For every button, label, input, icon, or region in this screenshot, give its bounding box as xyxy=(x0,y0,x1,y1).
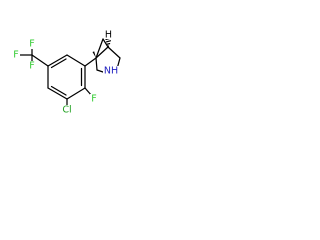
bicycle-bond-n-to-ch2 xyxy=(96,69,104,73)
ring-bond-top-right xyxy=(66,54,86,67)
bicycle-bond-cq-to-ch xyxy=(95,46,109,59)
label-bg-f-left xyxy=(11,50,20,60)
atom-label-nh: NH xyxy=(104,66,118,77)
bicycle-bond-cyclopropane-right xyxy=(102,38,109,48)
label-bg-f-bottom xyxy=(28,61,36,71)
atom-label-cl: Cl xyxy=(62,105,71,116)
label-bg-nh xyxy=(103,66,119,76)
atom-label-f-ring: F xyxy=(91,94,96,105)
atom-label-f-cf3-top: F xyxy=(29,39,34,50)
ring-bond-top-left xyxy=(47,54,68,67)
ring-bond-bottom-left xyxy=(47,87,68,100)
bicycle-bond-ch2-to-cq xyxy=(95,57,98,71)
label-bg-f-top xyxy=(28,39,36,49)
molecule-structure: F F F Cl F NH H xyxy=(11,30,121,116)
ring-bond-bottom-right xyxy=(66,87,86,100)
bicycle-bond-ch-to-ch2 xyxy=(107,46,121,59)
atom-label-f-cf3-left: F xyxy=(13,50,18,61)
ring-double-bond-lower-left xyxy=(50,85,67,96)
bicycle-bond-cyclopropane-left xyxy=(95,38,104,59)
molecule-canvas: F F F Cl F NH H xyxy=(0,0,152,152)
atom-label-stereo-h: H xyxy=(105,30,112,41)
label-bg-h xyxy=(105,31,112,39)
label-bg-f-ring xyxy=(90,94,98,104)
ring-double-bond-upper-left xyxy=(50,58,67,69)
stereo-wedge-bond xyxy=(92,51,96,58)
atom-label-f-cf3-bottom: F xyxy=(29,61,34,72)
bond-ring-to-cf3 xyxy=(31,54,49,67)
bond-ring-to-bicycle xyxy=(84,57,97,67)
label-bg-cl xyxy=(60,105,74,115)
